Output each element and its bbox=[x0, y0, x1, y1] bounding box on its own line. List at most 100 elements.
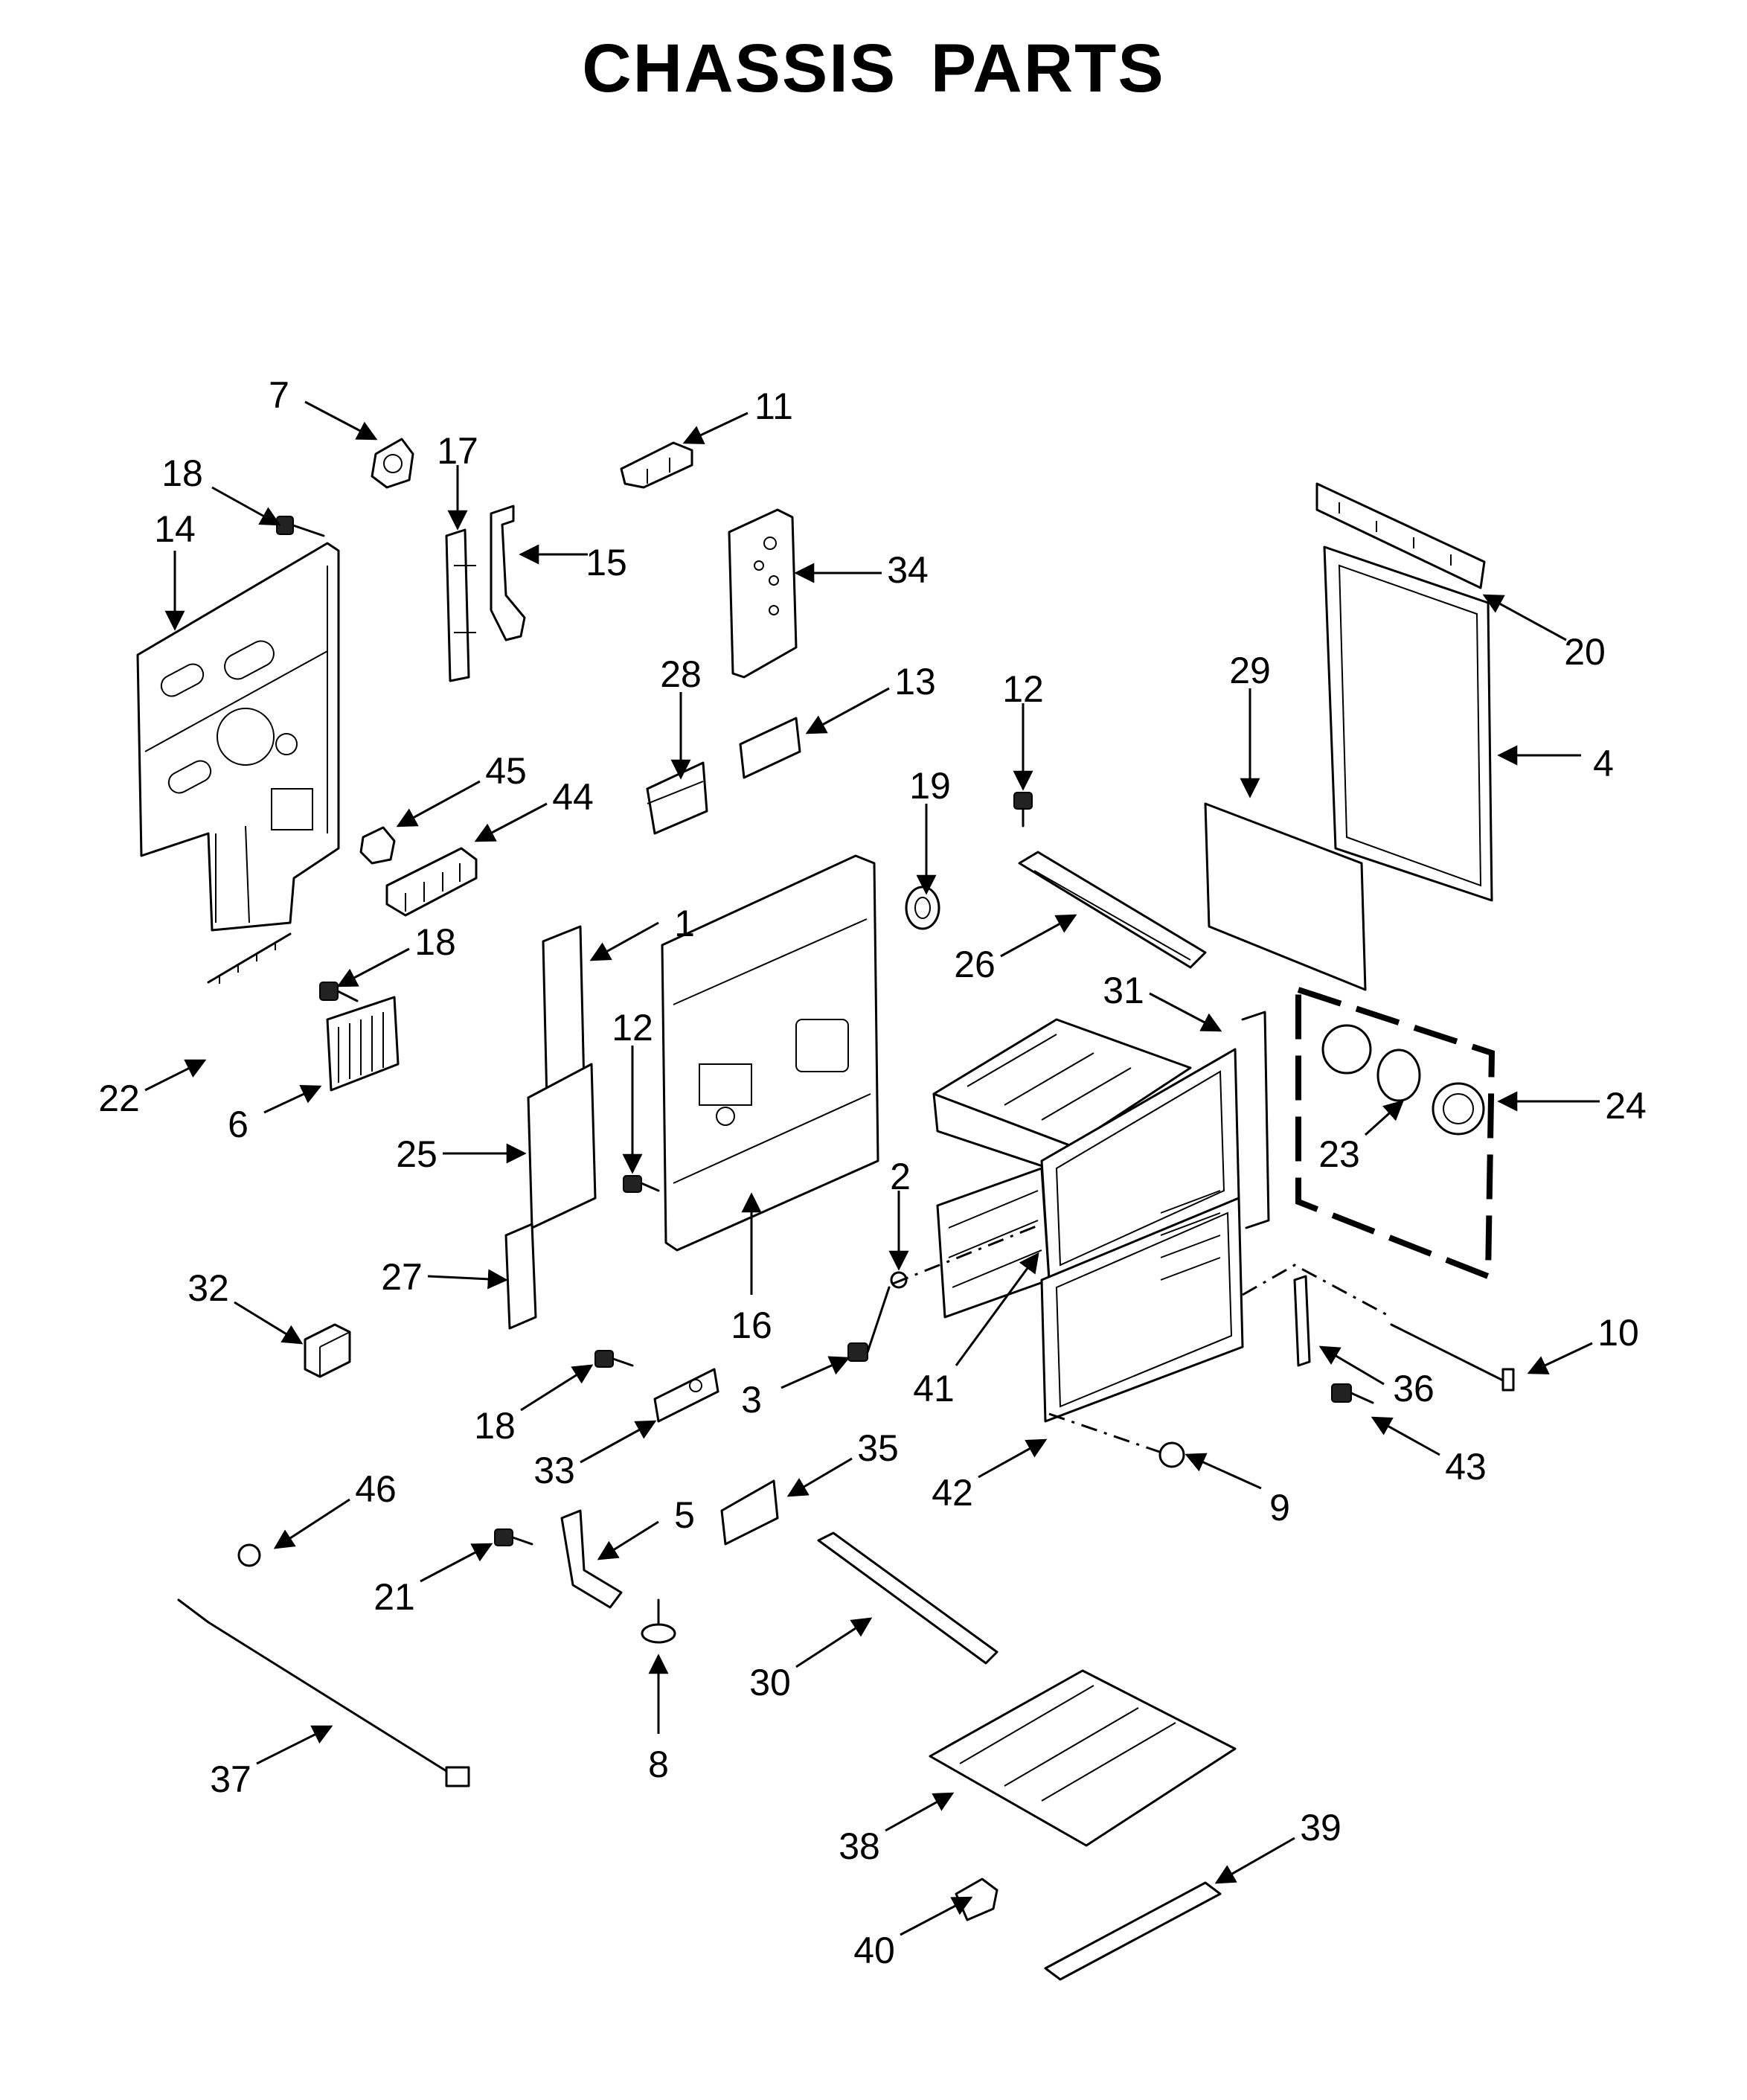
callout-label-9: 9 bbox=[1269, 1487, 1290, 1528]
callout-label-15: 15 bbox=[586, 542, 627, 583]
assembly-line-b bbox=[1048, 1412, 1169, 1456]
part-30-rail bbox=[817, 1531, 998, 1665]
callout-labels: 1234567891011121213141516171818181920212… bbox=[98, 374, 1647, 1971]
part-14-rear-panel bbox=[136, 542, 340, 932]
callout-arrow-42-44 bbox=[978, 1438, 1048, 1479]
callout-label-44: 44 bbox=[552, 776, 594, 818]
callout-arrow-31-33 bbox=[1149, 992, 1222, 1032]
assembly-line-c bbox=[1242, 1264, 1392, 1319]
callout-label-39: 39 bbox=[1300, 1807, 1341, 1848]
part-45-nut bbox=[359, 826, 396, 865]
part-43-screw bbox=[1331, 1383, 1374, 1404]
callout-label-26: 26 bbox=[954, 944, 996, 985]
part-36-bracket bbox=[1293, 1275, 1311, 1367]
part-12-screw-a bbox=[1013, 792, 1033, 827]
callout-arrow-27-29 bbox=[427, 1269, 508, 1290]
callout-arrow-41-43 bbox=[955, 1252, 1039, 1366]
part-13-bracket bbox=[739, 717, 801, 779]
callout-arrow-33-35 bbox=[580, 1420, 657, 1464]
callout-label-22: 22 bbox=[98, 1078, 140, 1119]
callout-label-25: 25 bbox=[396, 1133, 437, 1175]
callout-label-6: 6 bbox=[228, 1104, 249, 1145]
callout-arrow-39-41 bbox=[1214, 1837, 1295, 1884]
callout-label-20: 20 bbox=[1564, 631, 1606, 673]
part-12-screw-b bbox=[623, 1175, 660, 1193]
part-9-foot bbox=[1158, 1441, 1185, 1468]
part-20-trim bbox=[1315, 482, 1486, 589]
part-4-frame bbox=[1323, 545, 1493, 902]
callout-label-18: 18 bbox=[474, 1405, 516, 1447]
callout-label-8: 8 bbox=[648, 1744, 669, 1785]
callout-label-12: 12 bbox=[1002, 668, 1044, 710]
callout-arrow-20-22 bbox=[1482, 594, 1567, 641]
callout-label-11: 11 bbox=[754, 385, 793, 427]
callout-arrow-37-39 bbox=[256, 1725, 333, 1765]
part-46-nut bbox=[237, 1543, 261, 1567]
part-19-grommet bbox=[905, 886, 940, 930]
callout-arrow-32-34 bbox=[234, 1301, 304, 1345]
callout-label-3: 3 bbox=[741, 1379, 762, 1421]
part-5-bracket bbox=[560, 1509, 623, 1609]
part-18-screw-c bbox=[594, 1350, 634, 1368]
callout-label-42: 42 bbox=[932, 1472, 973, 1514]
page-title: CHASSIS PARTS bbox=[582, 31, 1165, 106]
callout-label-12: 12 bbox=[612, 1007, 653, 1049]
callout-label-37: 37 bbox=[210, 1758, 251, 1800]
callout-arrow-18-18 bbox=[211, 486, 281, 526]
part-21-screw bbox=[494, 1528, 533, 1546]
callout-arrow-3-2 bbox=[780, 1356, 850, 1389]
callout-label-18: 18 bbox=[161, 452, 203, 494]
part-34-plate bbox=[728, 508, 798, 679]
part-3-screw bbox=[847, 1286, 891, 1362]
callout-arrow-26-28 bbox=[1000, 914, 1077, 958]
part-24-light-kit bbox=[1295, 985, 1496, 1281]
callout-label-36: 36 bbox=[1393, 1368, 1435, 1409]
part-40-clip bbox=[955, 1877, 998, 1921]
callout-arrow-35-37 bbox=[786, 1457, 853, 1497]
callout-arrow-18-20 bbox=[520, 1364, 594, 1412]
callout-arrow-7-6 bbox=[304, 400, 378, 441]
part-17-bracket bbox=[445, 528, 476, 682]
callout-arrow-18-19 bbox=[336, 947, 410, 987]
callout-label-16: 16 bbox=[731, 1305, 772, 1346]
callout-label-13: 13 bbox=[894, 661, 936, 702]
callout-label-23: 23 bbox=[1318, 1133, 1360, 1175]
callout-label-45: 45 bbox=[485, 750, 527, 792]
callout-label-19: 19 bbox=[909, 765, 951, 807]
part-38-bottom-tray bbox=[929, 1669, 1237, 1847]
callout-label-33: 33 bbox=[533, 1450, 575, 1491]
assembly-line-a bbox=[892, 1223, 1042, 1285]
callout-arrow-21-23 bbox=[420, 1543, 493, 1583]
part-26-rail bbox=[1018, 851, 1207, 969]
callout-arrow-44-46 bbox=[474, 802, 548, 842]
callout-arrow-11-10 bbox=[682, 412, 749, 444]
part-37-cable bbox=[177, 1598, 470, 1787]
callout-arrow-1-0 bbox=[589, 921, 659, 961]
callout-label-35: 35 bbox=[857, 1427, 899, 1469]
callout-label-46: 46 bbox=[355, 1468, 397, 1510]
part-27-panel bbox=[504, 1223, 537, 1330]
part-29-panel bbox=[1204, 802, 1367, 991]
part-44-terminal-block bbox=[385, 847, 478, 917]
callout-arrow-30-32 bbox=[795, 1617, 873, 1668]
part-28-bracket bbox=[646, 761, 708, 835]
callout-arrow-40-42 bbox=[900, 1896, 973, 1936]
callout-label-14: 14 bbox=[154, 508, 196, 550]
callout-label-41: 41 bbox=[913, 1368, 955, 1409]
part-25-insulation bbox=[527, 1063, 597, 1229]
callout-label-29: 29 bbox=[1229, 650, 1271, 691]
part-22-strip bbox=[207, 932, 292, 984]
callout-arrow-9-8 bbox=[1185, 1453, 1262, 1490]
callout-label-30: 30 bbox=[749, 1662, 791, 1703]
part-10-wire bbox=[1390, 1323, 1515, 1392]
part-32-box bbox=[304, 1323, 351, 1378]
callout-label-2: 2 bbox=[890, 1156, 911, 1197]
callout-label-17: 17 bbox=[437, 430, 478, 472]
part-33-bracket bbox=[653, 1368, 719, 1423]
callout-label-24: 24 bbox=[1605, 1085, 1647, 1127]
callout-arrow-43-45 bbox=[1371, 1416, 1440, 1456]
callout-arrow-38-40 bbox=[885, 1792, 955, 1832]
callout-label-18: 18 bbox=[414, 921, 456, 963]
callout-arrow-10-9 bbox=[1527, 1342, 1593, 1374]
